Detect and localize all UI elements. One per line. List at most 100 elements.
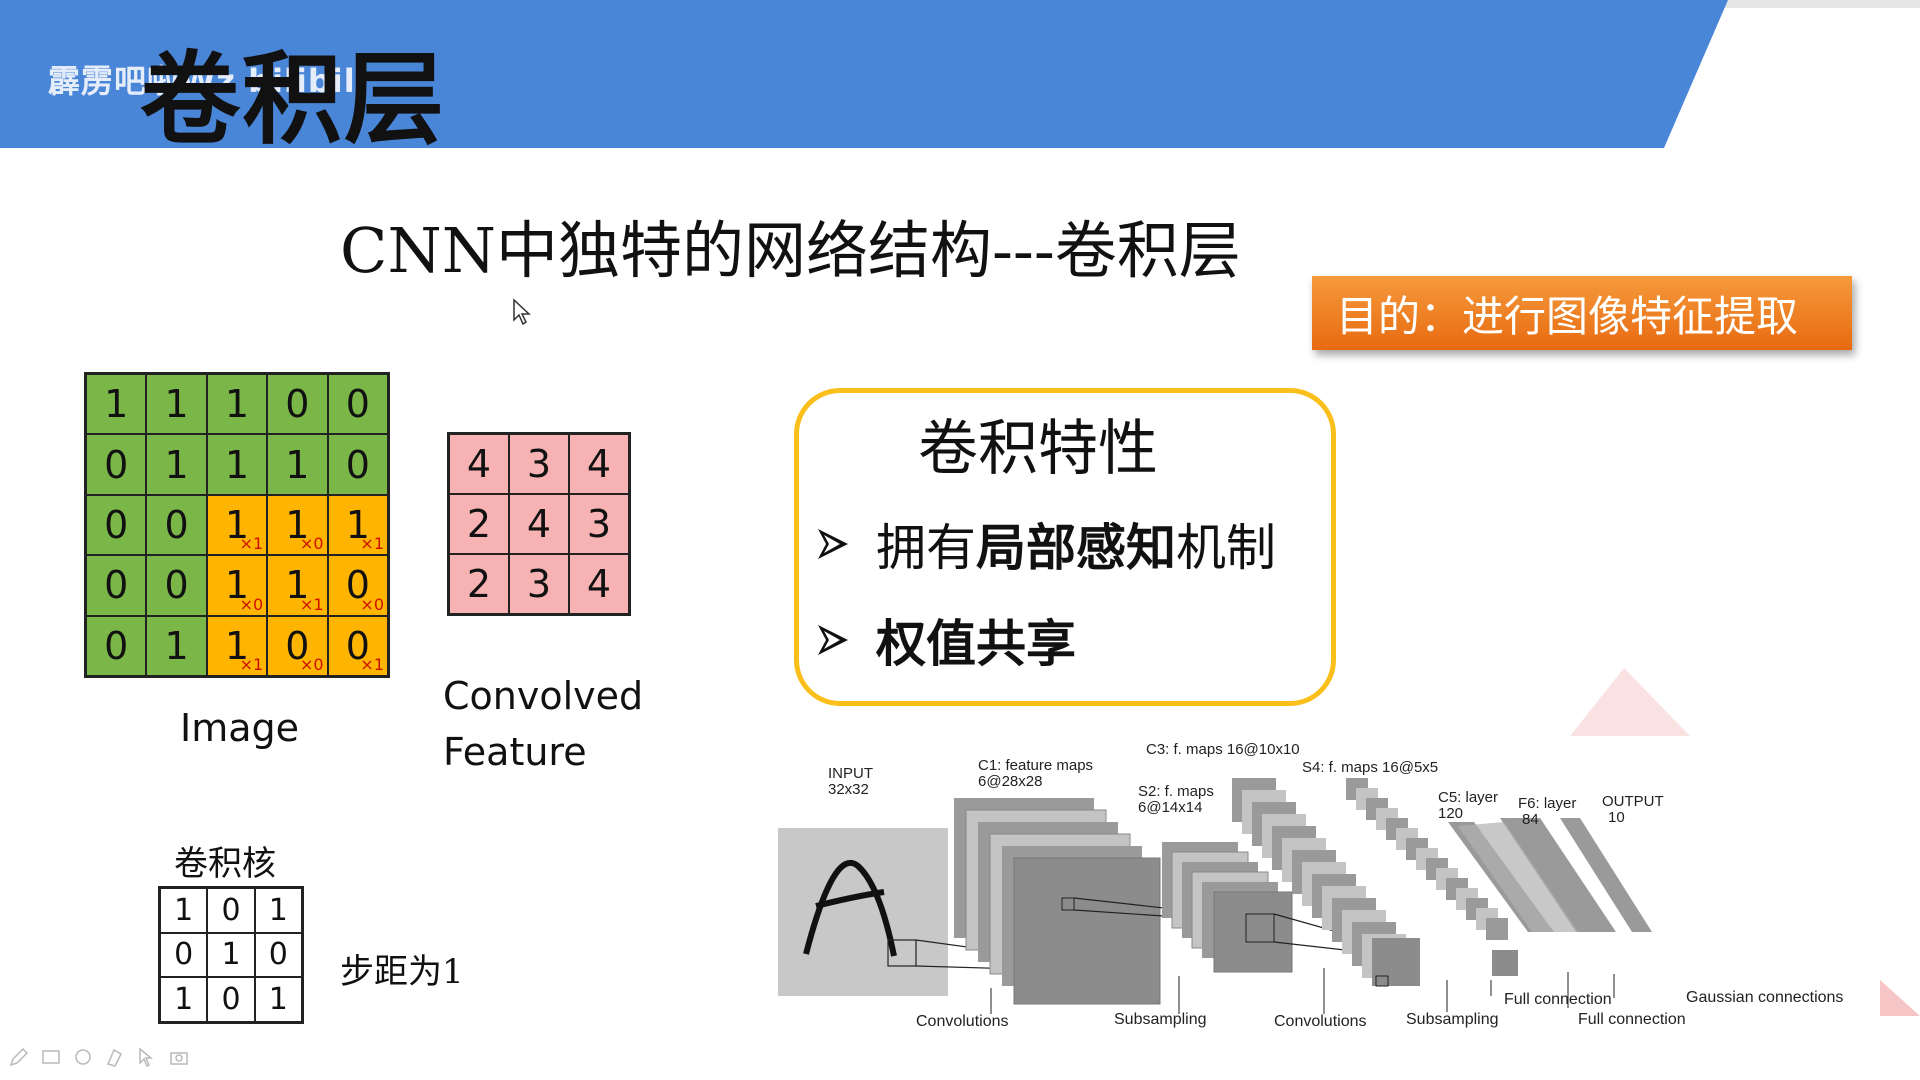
output-label-l1: OUTPUT bbox=[1602, 793, 1664, 810]
matrix-cell: 4 bbox=[509, 494, 569, 554]
kernel-weight-subscript: ×0 bbox=[300, 534, 324, 554]
bottom-label-convolutions-2: Convolutions bbox=[1274, 1013, 1367, 1030]
feature-label-line1: Convolved bbox=[443, 674, 644, 718]
input-letter-a bbox=[803, 859, 897, 957]
kernel-weight-subscript: ×1 bbox=[300, 594, 324, 614]
arrow-bullet-icon bbox=[818, 625, 848, 655]
c3-stack bbox=[1232, 778, 1420, 986]
matrix-cell: 1 bbox=[146, 374, 207, 435]
matrix-cell: 1×0 bbox=[206, 555, 268, 616]
matrix-cell: 4 bbox=[569, 434, 629, 494]
slide-title: 卷积层 bbox=[140, 41, 446, 158]
matrix-cell: 0 bbox=[86, 434, 147, 495]
input-label-l2: 32x32 bbox=[828, 781, 869, 798]
matrix-cell: 1×1 bbox=[267, 555, 328, 616]
matrix-cell: 0 bbox=[160, 932, 208, 978]
bottom-label-full-connection-2: Full connection bbox=[1578, 1011, 1686, 1028]
slides-icon[interactable] bbox=[40, 1046, 62, 1068]
image-label: Image bbox=[180, 706, 300, 750]
output-label-l2: 10 bbox=[1608, 809, 1625, 826]
property-text: 拥有局部感知机制 bbox=[876, 508, 1276, 580]
matrix-cell: 0 bbox=[146, 494, 207, 556]
bottom-label-subsampling-1: Subsampling bbox=[1114, 1011, 1207, 1028]
bottom-label-convolutions-1: Convolutions bbox=[916, 1013, 1009, 1030]
bottom-label-subsampling-2: Subsampling bbox=[1406, 1011, 1499, 1028]
bullet1-suffix: 机制 bbox=[1176, 519, 1276, 577]
bottom-label-gaussian: Gaussian connections bbox=[1686, 989, 1843, 1006]
bullet1-bold: 局部感知 bbox=[976, 519, 1176, 577]
matrix-cell: 0×0 bbox=[267, 615, 328, 676]
c3-label: C3: f. maps 16@10x10 bbox=[1146, 741, 1300, 758]
purpose-callout: 目的：进行图像特征提取 bbox=[1312, 276, 1852, 350]
pointer-icon[interactable] bbox=[136, 1046, 158, 1068]
matrix-cell: 0 bbox=[86, 555, 147, 616]
deco-triangle-corner bbox=[1880, 980, 1920, 1016]
c1-label-l1: C1: feature maps bbox=[978, 757, 1093, 774]
matrix-cell: 1 bbox=[160, 888, 208, 933]
feature-label-line2: Feature bbox=[443, 730, 587, 774]
f6-label-l2: 84 bbox=[1522, 811, 1539, 828]
highlighter-icon[interactable] bbox=[104, 1046, 126, 1068]
matrix-cell: 0 bbox=[207, 888, 255, 933]
matrix-cell: 1 bbox=[86, 374, 147, 435]
pen-icon[interactable] bbox=[8, 1046, 30, 1068]
kernel-weight-subscript: ×1 bbox=[239, 655, 264, 674]
stride-label: 步距为1 bbox=[340, 952, 464, 992]
kernel-weight-subscript: ×1 bbox=[239, 534, 264, 554]
bullet2-bold: 权值共享 bbox=[876, 615, 1076, 673]
input-plane bbox=[778, 828, 948, 996]
matrix-cell: 1×1 bbox=[206, 494, 268, 556]
s2-label-l1: S2: f. maps bbox=[1138, 783, 1214, 800]
mouse-cursor-icon bbox=[513, 298, 531, 326]
matrix-cell: 0 bbox=[86, 494, 147, 556]
matrix-cell: 1 bbox=[254, 888, 302, 933]
camera-icon[interactable] bbox=[168, 1046, 190, 1068]
matrix-cell: 1 bbox=[146, 615, 207, 676]
kernel-weight-subscript: ×0 bbox=[300, 655, 324, 674]
c5-label-l2: 120 bbox=[1438, 805, 1463, 822]
kernel-weight-subscript: ×0 bbox=[360, 594, 384, 614]
matrix-cell: 0 bbox=[86, 615, 147, 676]
matrix-cell: 4 bbox=[449, 434, 509, 494]
bullet1-prefix: 拥有 bbox=[876, 519, 976, 577]
output-band bbox=[1560, 818, 1652, 932]
matrix-cell: 0×1 bbox=[327, 615, 388, 676]
matrix-cell: 1×1 bbox=[206, 615, 268, 676]
purpose-text: 目的：进行图像特征提取 bbox=[1336, 291, 1799, 341]
presentation-toolbar bbox=[8, 1046, 190, 1068]
matrix-cell: 0 bbox=[254, 932, 302, 978]
matrix-cell: 2 bbox=[449, 494, 509, 554]
matrix-cell: 1 bbox=[267, 434, 328, 495]
c1-label-l2: 6@28x28 bbox=[978, 773, 1042, 790]
matrix-cell: 1 bbox=[146, 434, 207, 495]
kernel-label: 卷积核 bbox=[174, 844, 276, 884]
lenet5-architecture-diagram: INPUT 32x32 C1: feature maps 6@28x28 S2:… bbox=[778, 741, 1843, 1030]
kernel-weight-subscript: ×0 bbox=[239, 594, 264, 614]
full-connection-band-1 bbox=[1458, 822, 1578, 932]
c5-label-l1: C5: layer bbox=[1438, 789, 1498, 806]
s2-label-l2: 6@14x14 bbox=[1138, 799, 1202, 816]
matrix-cell: 1 bbox=[207, 932, 255, 978]
slide-subtitle: CNN中独特的网络结构---卷积层 bbox=[340, 214, 1241, 287]
watermark-text: 霹雳吧啦Wz bilibili bbox=[48, 62, 368, 100]
properties-title: 卷积特性 bbox=[918, 414, 1158, 484]
matrix-cell: 0 bbox=[327, 434, 388, 495]
f6-band bbox=[1500, 818, 1616, 932]
f6-label-l1: F6: layer bbox=[1518, 795, 1576, 812]
s4-stack bbox=[1346, 778, 1518, 976]
matrix-cell: 4 bbox=[569, 554, 629, 614]
banner-blue-shape bbox=[0, 0, 1728, 148]
matrix-cell: 1 bbox=[206, 374, 268, 435]
bottom-label-full-connection-1: Full connection bbox=[1504, 991, 1612, 1008]
property-text: 权值共享 bbox=[876, 604, 1076, 676]
zoom-icon[interactable] bbox=[72, 1046, 94, 1068]
property-item-weight-sharing: 权值共享 bbox=[814, 604, 1076, 676]
matrix-cell: 1×0 bbox=[267, 494, 328, 556]
header-banner bbox=[0, 0, 1920, 148]
properties-box bbox=[794, 388, 1336, 706]
matrix-cell: 0×0 bbox=[327, 555, 388, 616]
